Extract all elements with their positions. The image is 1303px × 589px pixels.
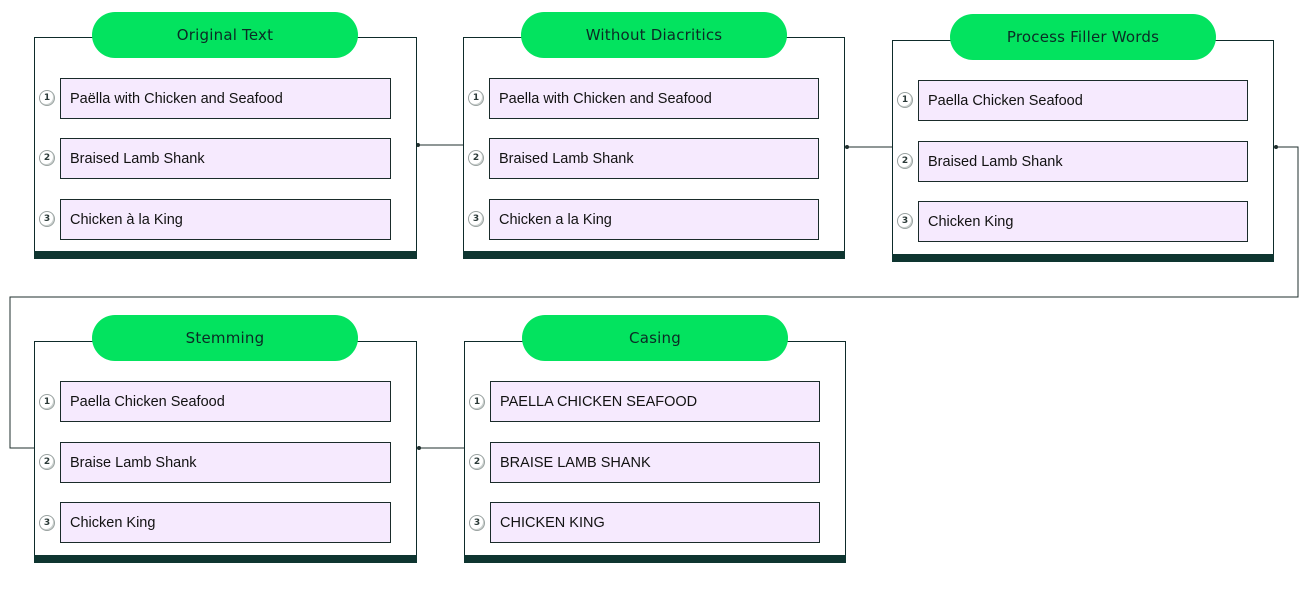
connector-dot [1274, 145, 1278, 149]
list-item: Braise Lamb Shank [60, 442, 391, 483]
panel-footer-bar [34, 555, 417, 563]
panel-footer-bar [892, 254, 1274, 262]
item-number-badge: 3 [39, 211, 55, 227]
list-item: CHICKEN KING [490, 502, 820, 543]
connector-dot [845, 145, 849, 149]
list-item: Paëlla with Chicken and Seafood [60, 78, 391, 119]
stage-title-stemming: Stemming [92, 315, 358, 361]
item-number-badge: 3 [469, 515, 485, 531]
item-number-badge: 3 [39, 515, 55, 531]
item-number-badge: 3 [897, 213, 913, 229]
list-item: Braised Lamb Shank [60, 138, 391, 179]
list-item: Braised Lamb Shank [489, 138, 819, 179]
stage-title-casing: Casing [522, 315, 788, 361]
item-number-badge: 2 [39, 150, 55, 166]
item-number-badge: 3 [468, 211, 484, 227]
list-item: Paella Chicken Seafood [60, 381, 391, 422]
item-number-badge: 1 [39, 90, 55, 106]
connector-dot [416, 143, 420, 147]
stage-title-without-diacritics: Without Diacritics [521, 12, 787, 58]
list-item: Chicken à la King [60, 199, 391, 240]
list-item: PAELLA CHICKEN SEAFOOD [490, 381, 820, 422]
item-number-badge: 1 [39, 394, 55, 410]
connector-3-4 [9, 146, 1299, 449]
connector-dot [417, 446, 421, 450]
item-number-badge: 1 [469, 394, 485, 410]
list-item: Chicken King [918, 201, 1248, 242]
stage-title-original-text: Original Text [92, 12, 358, 58]
list-item: Chicken a la King [489, 199, 819, 240]
item-number-badge: 1 [468, 90, 484, 106]
list-item: Braised Lamb Shank [918, 141, 1248, 182]
stage-title-process-filler-words: Process Filler Words [950, 14, 1216, 60]
item-number-badge: 2 [39, 454, 55, 470]
panel-footer-bar [34, 251, 417, 259]
list-item: BRAISE LAMB SHANK [490, 442, 820, 483]
item-number-badge: 1 [897, 92, 913, 108]
item-number-badge: 2 [469, 454, 485, 470]
panel-footer-bar [464, 555, 846, 563]
list-item: Paella Chicken Seafood [918, 80, 1248, 121]
panel-footer-bar [463, 251, 845, 259]
item-number-badge: 2 [468, 150, 484, 166]
item-number-badge: 2 [897, 153, 913, 169]
list-item: Paella with Chicken and Seafood [489, 78, 819, 119]
list-item: Chicken King [60, 502, 391, 543]
